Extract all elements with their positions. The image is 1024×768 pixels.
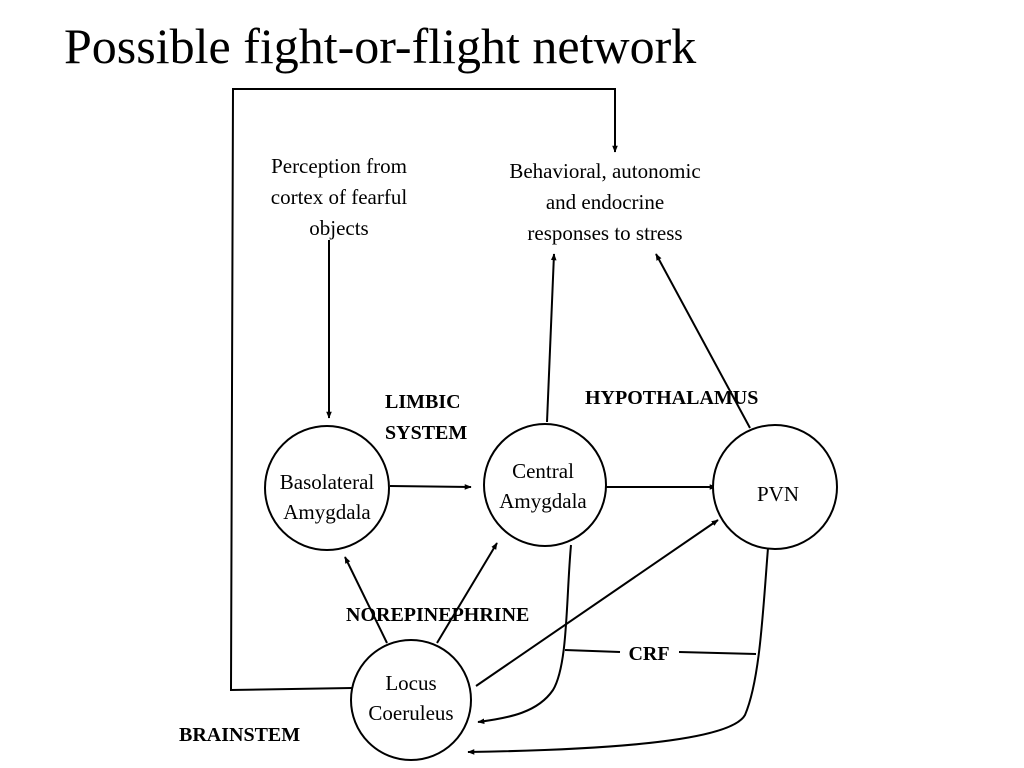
responses-text-line1: Behavioral, autonomic	[509, 159, 700, 183]
basolateral-label-line2: Amygdala	[283, 500, 371, 524]
arrow-central-to-responses	[546, 253, 557, 423]
arrow-pvn-to-locus-crf	[467, 547, 769, 755]
limbic-system-label-line1: LIMBIC	[385, 391, 461, 413]
slide-title: Possible fight-or-flight network	[64, 18, 697, 74]
crf-connector-right	[678, 651, 757, 655]
pvn-label: PVN	[757, 482, 799, 506]
basolateral-amygdala-node	[264, 425, 390, 551]
perception-text-line3: objects	[309, 216, 368, 240]
central-label-line2: Amygdala	[499, 489, 587, 513]
central-amygdala-node	[483, 423, 607, 547]
responses-text-line2: and endocrine	[546, 190, 664, 214]
arrow-pvn-to-responses	[655, 253, 751, 429]
pvn-node	[712, 424, 838, 550]
arrow-locus-to-basolateral	[344, 556, 388, 644]
norepinephrine-label: NOREPINEPHRINE	[346, 604, 529, 626]
locus-coeruleus-node	[350, 639, 472, 761]
perception-text-line1: Perception from	[271, 154, 407, 178]
locus-label-line1: Locus	[385, 671, 436, 695]
brainstem-label: BRAINSTEM	[179, 724, 300, 746]
crf-label: CRF	[628, 643, 669, 665]
locus-label-line2: Coeruleus	[368, 701, 453, 725]
arrow-basolateral-to-central	[389, 484, 472, 490]
responses-text-line3: responses to stress	[527, 221, 682, 245]
limbic-system-label-line2: SYSTEM	[385, 422, 467, 444]
hypothalamus-label: HYPOTHALAMUS	[585, 387, 758, 409]
crf-connector-left	[564, 649, 621, 653]
perception-text-line2: cortex of fearful	[271, 185, 408, 209]
arrow-locus-to-pvn	[475, 519, 719, 687]
feedback-loop-arrow	[229, 88, 618, 692]
arrow-central-to-locus-crf	[477, 544, 572, 724]
arrow-locus-to-central	[436, 542, 498, 644]
basolateral-label-line1: Basolateral	[280, 470, 375, 494]
central-label-line1: Central	[512, 459, 574, 483]
